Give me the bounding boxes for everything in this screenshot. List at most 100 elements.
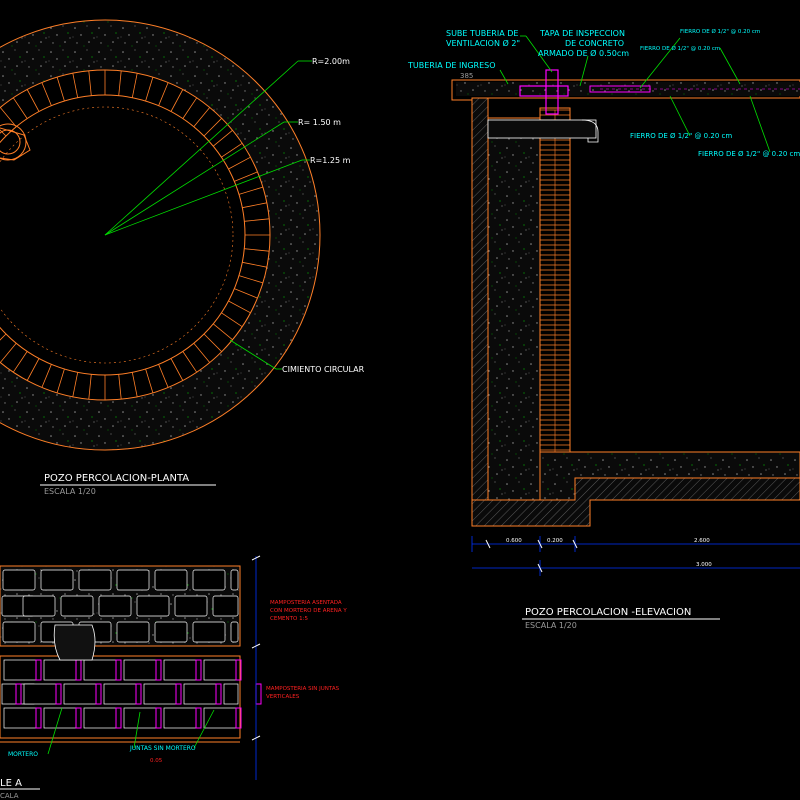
- brick-joint: [170, 358, 184, 381]
- detail-brick: [192, 621, 226, 643]
- label-r-inner: R=1.25 m: [310, 156, 351, 165]
- label-rebar-a: FIERRO DE Ø 1/2" @ 0.20 cm: [630, 132, 732, 140]
- label-inlet: TUBERIA DE INGRESO: [407, 61, 496, 70]
- dry-joint: [195, 707, 202, 729]
- plan-view: R=2.00m R= 1.50 m R=1.25 m CIMIENTO CIRC…: [0, 19, 365, 496]
- brick-joint: [0, 129, 7, 137]
- label-dry-2: VERTICALES: [266, 694, 300, 700]
- dry-joint: [215, 683, 222, 705]
- brick-joint: [41, 82, 52, 106]
- label-masonry-2: CON MORTERO DE ARENA Y: [270, 608, 347, 614]
- elevation-leaders: [499, 35, 771, 153]
- detail-brick: [98, 595, 132, 617]
- dry-joint: [35, 707, 42, 729]
- brick-joint: [228, 156, 251, 170]
- detail-brick: [212, 595, 239, 617]
- brick-joint: [170, 89, 184, 112]
- detail-brick: [230, 621, 239, 643]
- elevation-view: SUBE TUBERIA DE VENTILACION Ø 2" TAPA DE…: [407, 28, 800, 630]
- detail-brick: [78, 569, 112, 591]
- dry-joint: [135, 683, 142, 705]
- elevation-scale: ESCALA 1/20: [525, 621, 577, 630]
- brick-ring-inner-edge: [0, 94, 246, 376]
- brick-joint: [88, 374, 92, 400]
- label-rebar-mid: FIERRO DE Ø 1/2" @ 0.20 cm: [640, 45, 720, 52]
- brick-joint: [0, 107, 17, 128]
- mortar-blob: [53, 624, 96, 661]
- brick-joint: [12, 351, 28, 373]
- detail-dry-brick: [163, 707, 197, 729]
- brick-joint: [234, 288, 258, 299]
- label-r-mid: R= 1.50 m: [298, 118, 341, 127]
- dry-joint: [155, 659, 162, 681]
- detail-view: MAMPOSTERIA ASENTADA CON MORTERO DE AREN…: [0, 555, 347, 800]
- brick-ring: [0, 70, 270, 400]
- brick-joint: [72, 372, 79, 397]
- brick-joint: [244, 218, 270, 222]
- label-detail-dim: 0.05: [150, 758, 163, 764]
- brick-joint: [72, 73, 79, 98]
- label-footing: CIMIENTO CIRCULAR: [282, 365, 365, 374]
- detail-dry-brick: [163, 659, 197, 681]
- label-lid-3: ARMADO DE Ø 0.50cm: [538, 48, 629, 58]
- label-lid-2: DE CONCRETO: [565, 39, 624, 48]
- brick-joint: [203, 333, 222, 352]
- detail-dry-brick: [23, 683, 57, 705]
- brick-joint: [242, 202, 267, 209]
- label-rebar-b: FIERRO DE Ø 1/2" @ 0.20 cm: [698, 150, 800, 158]
- brick-joint: [182, 351, 198, 373]
- brick-joint: [131, 372, 138, 397]
- brick-joint: [12, 97, 28, 119]
- detail-tick-3: [251, 735, 261, 741]
- detail-brick: [192, 569, 226, 591]
- detail-dry-brick: [223, 683, 239, 705]
- brick-joint: [221, 142, 243, 158]
- brick-joint: [158, 82, 169, 106]
- detail-brick: [154, 621, 188, 643]
- detail-dry-brick: [3, 707, 37, 729]
- vent-pipe: [545, 69, 559, 115]
- brick-joint: [0, 333, 7, 341]
- brick-joint: [145, 368, 154, 394]
- brick-joint: [238, 186, 264, 195]
- label-vent-1: SUBE TUBERIA DE: [446, 29, 518, 38]
- detail-brick: [2, 621, 36, 643]
- brick-joint: [193, 342, 211, 363]
- detail-tick-1: [251, 555, 261, 561]
- brick-joint: [158, 364, 169, 388]
- radius-leaders: [104, 60, 312, 370]
- floor-hatch: [471, 477, 800, 527]
- detail-brick: [230, 569, 239, 591]
- brick-joint: [238, 275, 264, 284]
- brick-joint: [203, 118, 222, 137]
- brick-joint: [242, 261, 267, 268]
- brick-joint: [56, 76, 65, 102]
- detail-dry-brick: [123, 659, 157, 681]
- label-masonry-1: MAMPOSTERIA ASENTADA: [270, 600, 342, 606]
- dimension-ticks: [485, 539, 578, 573]
- detail-dry-brick: [63, 683, 97, 705]
- dry-joint: [115, 707, 122, 729]
- detail-dry-brick: [183, 683, 217, 705]
- inlet-pipe-elbow: [581, 119, 599, 143]
- detail-brick: [154, 569, 188, 591]
- brick-joint: [212, 323, 233, 341]
- dry-joint: [75, 707, 82, 729]
- brick-joint: [26, 358, 40, 381]
- plan-scale: ESCALA 1/20: [44, 487, 96, 496]
- detail-dry-brick: [43, 659, 77, 681]
- label-rebar-top: FIERRO DE Ø 1/2" @ 0.20 cm: [680, 28, 760, 35]
- label-dry-1: MAMPOSTERIA SIN JUNTAS: [266, 686, 340, 692]
- detail-dry-brick: [3, 659, 37, 681]
- dry-joint: [255, 683, 262, 705]
- brick-joint: [212, 129, 233, 147]
- dry-joint: [115, 659, 122, 681]
- brick-joint: [234, 171, 258, 182]
- label-masonry-3: CEMENTO 1:5: [270, 616, 308, 622]
- detail-brick: [116, 621, 150, 643]
- detail-dry-bricks: [1, 659, 262, 729]
- detail-dry-brick: [203, 707, 237, 729]
- detail-dry-brick: [43, 707, 77, 729]
- brick-column: [540, 109, 570, 500]
